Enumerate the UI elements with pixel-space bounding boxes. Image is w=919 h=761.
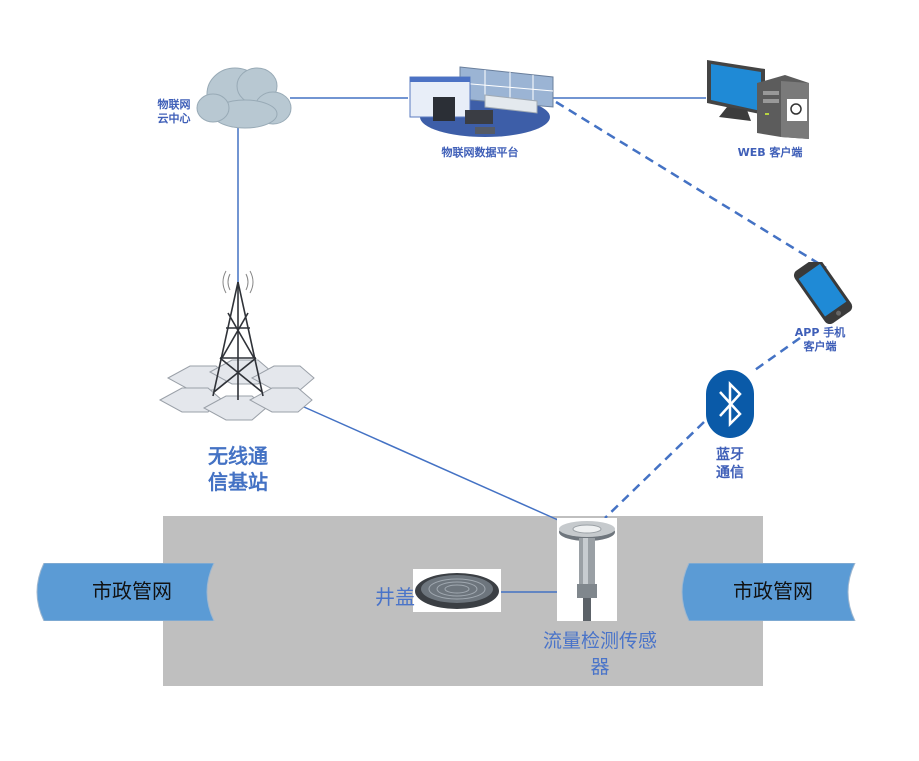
bluetooth-label-line2: 通信 bbox=[716, 465, 744, 481]
app-client-node[interactable] bbox=[785, 262, 860, 324]
bluetooth-icon bbox=[706, 370, 754, 438]
smartphone-icon bbox=[793, 262, 853, 324]
base-station-label: 无线通 信基站 bbox=[196, 443, 280, 495]
bluetooth-node[interactable] bbox=[706, 370, 754, 438]
cell-tower-icon bbox=[158, 270, 315, 421]
base-station-label-line2: 信基站 bbox=[208, 470, 268, 494]
line-tower-sensor bbox=[303, 406, 559, 521]
pipe-left-label: 市政管网 bbox=[92, 579, 172, 603]
pipe-left[interactable]: 市政管网 bbox=[34, 563, 216, 621]
app-client-label-line1: APP 手机 bbox=[794, 326, 846, 339]
platform-node[interactable] bbox=[405, 55, 555, 140]
cloud-icon bbox=[196, 67, 292, 129]
cloud-node[interactable] bbox=[195, 62, 295, 132]
pipe-right[interactable]: 市政管网 bbox=[677, 563, 859, 621]
bluetooth-label-line1: 蓝牙 bbox=[716, 447, 744, 463]
manhole-label: 井盖 bbox=[375, 585, 415, 609]
web-client-label: WEB 客户端 bbox=[737, 146, 803, 159]
cloud-label-line1: 物联网 bbox=[157, 98, 191, 111]
pipe-left-shape bbox=[36, 563, 215, 621]
sensor-label-line2: 器 bbox=[590, 656, 610, 678]
web-client-node[interactable] bbox=[705, 55, 815, 140]
manhole-cover-icon bbox=[415, 573, 499, 609]
base-station-label-line1: 无线通 bbox=[208, 444, 268, 468]
sensor-label-line1: 流量检测传感 bbox=[542, 630, 657, 652]
sensor-label: 流量检测传感 器 bbox=[530, 628, 670, 680]
base-station-node[interactable] bbox=[158, 268, 318, 428]
line-app-bluetooth bbox=[751, 336, 801, 374]
sensor-node[interactable] bbox=[557, 518, 617, 621]
pipe-right-label: 市政管网 bbox=[733, 579, 813, 603]
manhole-node[interactable] bbox=[413, 569, 501, 612]
cloud-label-line2: 云中心 bbox=[157, 112, 191, 125]
line-bluetooth-sensor bbox=[604, 421, 705, 519]
flow-sensor-icon bbox=[559, 521, 615, 621]
app-client-label: APP 手机 客户端 bbox=[790, 326, 850, 354]
platform-label: 物联网数据平台 bbox=[441, 146, 519, 159]
desktop-computer-icon bbox=[707, 60, 809, 139]
pipe-right-shape bbox=[681, 563, 856, 621]
data-platform-icon bbox=[409, 66, 554, 137]
app-client-label-line2: 客户端 bbox=[803, 340, 837, 353]
bluetooth-label: 蓝牙 通信 bbox=[708, 446, 752, 482]
cloud-label: 物联网 云中心 bbox=[152, 98, 196, 126]
line-platform-app bbox=[555, 100, 827, 270]
